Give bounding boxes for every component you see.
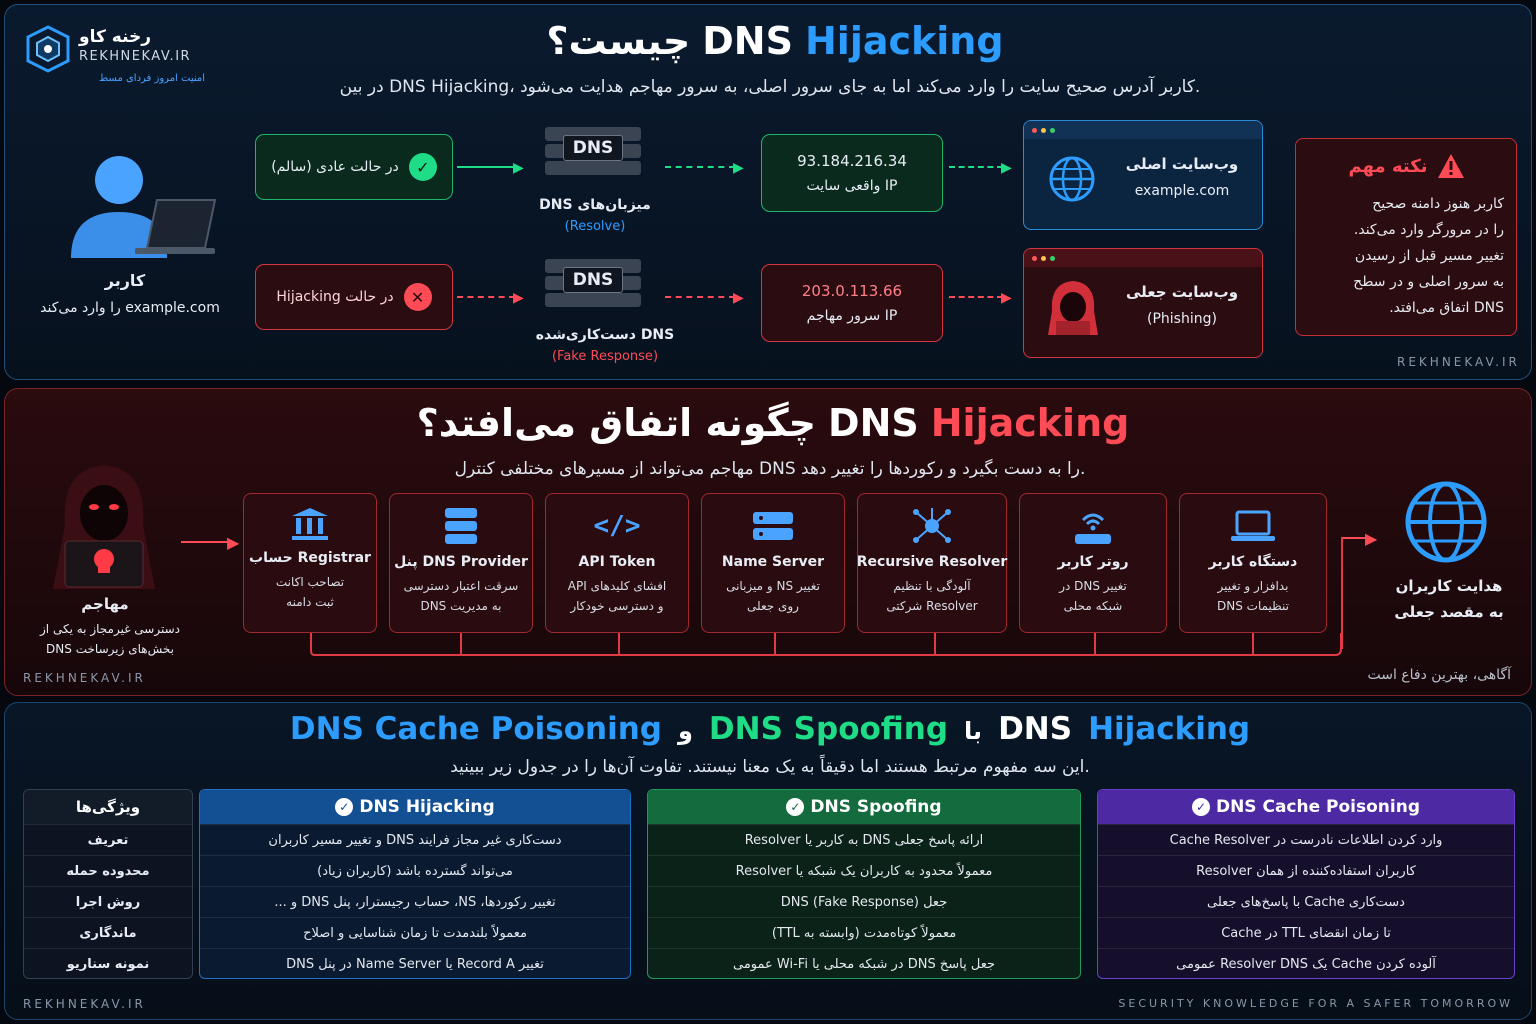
warning-icon: [1438, 154, 1465, 178]
shield-logo-icon: [26, 25, 70, 73]
section-comparison: DNS Cache Poisoning و DNS Spoofing با DN…: [4, 702, 1532, 1020]
arrow-3: [949, 166, 1003, 168]
laptop-icon: [1231, 510, 1275, 541]
fake-website-window: وب‌سایت جعلی (Phishing): [1023, 248, 1263, 358]
attacker-hacker-icon: [53, 465, 155, 589]
section3-subtitle: این سه مفهوم مرتبط هستند اما دقیقاً به ی…: [450, 757, 1090, 777]
real-site-title: وب‌سایت اصلی: [1125, 155, 1239, 173]
arrow-head-icon: ▶: [227, 533, 240, 552]
note-title: نکته مهم: [1348, 155, 1428, 177]
arrow-head-icon: ▶: [733, 290, 744, 306]
target-label: هدایت کاربران به مقصد جعلی: [1394, 577, 1504, 621]
network-hub-icon: [913, 508, 951, 543]
user-laptop-icon: [71, 156, 217, 258]
user-label: کاربر: [104, 271, 146, 290]
check-badge-icon: ✓: [1191, 798, 1210, 816]
normal-state-label: در حالت عادی (سالم): [271, 159, 399, 175]
connector-line: [310, 633, 1342, 656]
arrow-2: [665, 166, 735, 168]
attacker-ip-box: 203.0.113.66 IP سرور مهاجم: [761, 264, 943, 342]
fake-site-title: وب‌سایت جعلی: [1125, 283, 1239, 301]
poisoning-column: ✓ DNS Cache Poisoning وارد کردن اطلاعات …: [1097, 789, 1515, 979]
globe-target-icon: [1405, 481, 1487, 563]
title-row: چیست؟ DNS Hijacking: [535, 19, 1015, 63]
brand-logo[interactable]: رخنه کاو REKHNEKAV.IR امنیت امروز فردای …: [25, 23, 225, 93]
watermark-right: SECURITY KNOWLEDGE FOR A SAFER TOMORROW: [1118, 997, 1513, 1010]
arrow-head-icon: ▶: [1001, 160, 1012, 176]
section-what-is: رخنه کاو REKHNEKAV.IR امنیت امروز فردای …: [4, 4, 1532, 380]
arrow-4: [457, 296, 515, 298]
wifi-router-icon: [1075, 513, 1111, 544]
arrow-head-icon: ▶: [1365, 529, 1378, 548]
awareness-note: آگاهی، بهترین دفاع است: [1367, 667, 1511, 683]
brand-name-en: REKHNEKAV.IR: [79, 49, 192, 64]
fake-site-sub: (Phishing): [1147, 311, 1217, 327]
features-column: ویژگی‌ها تعریف محدوده حمله روش اجرا ماند…: [23, 789, 193, 979]
arrow-6: [949, 296, 1003, 298]
globe-icon: [1049, 156, 1095, 202]
hijacking-column: ✓ DNS Hijacking دست‌کاری غیر مجاز فرایند…: [199, 789, 631, 979]
title-what-is: چیست؟: [546, 19, 691, 63]
brand-name-fa: رخنه کاو: [79, 27, 152, 47]
watermark-left: REKHNEKAV.IR: [23, 997, 146, 1011]
real-site-domain[interactable]: example.com: [1134, 183, 1230, 199]
arrow-head-icon: ▶: [733, 160, 744, 176]
section2-subtitle: مهاجم می‌تواند از مسیرهای مختلفی کنترل D…: [454, 459, 1086, 479]
dns-badge: DNS: [563, 267, 623, 293]
user-desc: example.com را وارد می‌کند: [40, 300, 220, 316]
name-server-icon: [753, 512, 793, 540]
attacker-desc: دسترسی غیرمجاز به یکی از بخش‌های زیرساخت…: [40, 622, 180, 656]
server-stack-icon: [445, 508, 477, 544]
arrow-head-icon: ▶: [1001, 290, 1012, 306]
arrow-head-icon: ▶: [513, 290, 524, 306]
brand-tagline: امنیت امروز فردای مسط: [99, 73, 205, 84]
title-hijacking: Hijacking: [804, 19, 1004, 63]
subtitle: در بین DNS Hijacking، کاربر آدرس صحیح سا…: [339, 77, 1201, 97]
dns-server-label: میزبان‌های DNS (Resolve): [539, 197, 651, 234]
check-icon: ✓: [408, 153, 437, 181]
code-icon: </>: [593, 511, 641, 541]
x-icon: ✕: [403, 283, 432, 311]
section3-title: DNS Cache Poisoning و DNS Spoofing با DN…: [289, 711, 1251, 747]
attacker-label: مهاجم: [81, 595, 129, 613]
arrow-1: [457, 166, 515, 168]
arrow-head-icon: ▶: [513, 160, 524, 176]
note-body: کاربر هنوز دامنه صحیح را در مرورگر وارد …: [1353, 196, 1504, 316]
dns-server-icon: DNS: [545, 127, 641, 187]
watermark: REKHNEKAV.IR: [23, 671, 146, 685]
check-badge-icon: ✓: [335, 798, 354, 816]
hijack-state-label: در حالت Hijacking: [276, 289, 394, 305]
hacker-icon: [1048, 281, 1098, 335]
fake-dns-server-icon: DNS: [545, 259, 641, 319]
watermark: REKHNEKAV.IR: [1397, 355, 1520, 369]
fake-dns-label: DNS دست‌کاری‌شده (Fake Response): [535, 327, 675, 364]
dns-badge: DNS: [563, 135, 623, 161]
real-ip-box: 93.184.216.34 IP واقعی سایت: [761, 134, 943, 212]
section2-title: چگونه اتفاق می‌افتد؟ DNS Hijacking: [416, 401, 1130, 445]
spoofing-column: ✓ DNS Spoofing ارائه پاسخ جعلی DNS به کا…: [647, 789, 1081, 979]
title-dns: DNS: [702, 19, 793, 63]
important-note: نکته مهم کاربر هنوز دامنه صحیح را در مرو…: [1295, 138, 1517, 336]
section-how-it-happens: چگونه اتفاق می‌افتد؟ DNS Hijacking مهاجم…: [4, 388, 1532, 696]
normal-state-box: ✓ در حالت عادی (سالم): [255, 134, 453, 200]
real-website-window: وب‌سایت اصلی example.com: [1023, 120, 1263, 230]
arrow-5: [665, 296, 735, 298]
building-icon: [292, 508, 328, 540]
check-badge-icon: ✓: [786, 798, 805, 816]
attacker-arrow: [181, 541, 231, 543]
target-arrow: [1341, 537, 1371, 539]
hijack-state-box: ✕ در حالت Hijacking: [255, 264, 453, 330]
